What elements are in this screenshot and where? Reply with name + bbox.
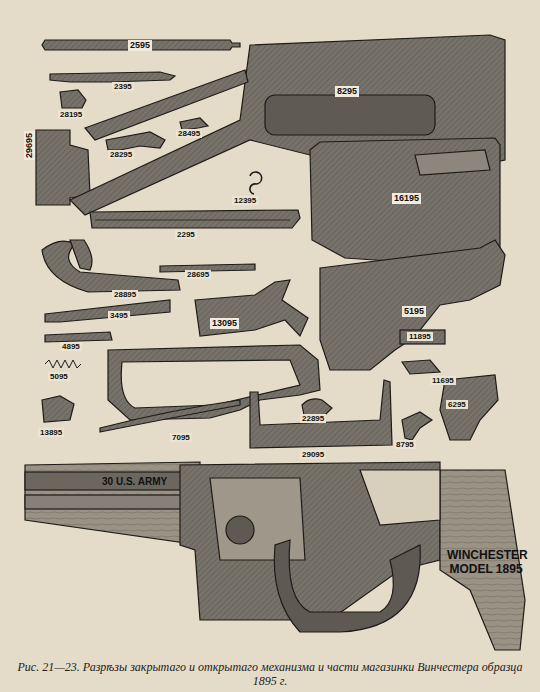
part-number: 29695: [24, 131, 35, 160]
part-number: 8795: [394, 440, 416, 449]
part-number: 11695: [430, 376, 456, 385]
part-number: 2595: [128, 40, 152, 51]
part-number: 11895: [407, 332, 433, 341]
part-number: 2395: [112, 82, 134, 91]
part-number: 16195: [392, 193, 421, 204]
part-number: 12395: [232, 196, 258, 205]
part-number: 3495: [108, 311, 130, 320]
part-number: 5195: [402, 306, 426, 317]
part-number: 13095: [210, 318, 239, 329]
part-number: 29095: [300, 450, 326, 459]
part-number: 13895: [38, 428, 64, 437]
part-number: 2295: [175, 230, 197, 239]
part-number: 22895: [300, 414, 326, 423]
part-number: 7095: [170, 433, 192, 442]
part-number: 4895: [60, 342, 82, 351]
inscription: WINCHESTER MODEL 1895: [445, 548, 527, 576]
part-number: 28695: [185, 270, 211, 279]
part-number: 28295: [108, 150, 134, 159]
part-number: 8295: [335, 86, 359, 97]
part-number: 28495: [176, 129, 202, 138]
part-number: 6295: [446, 400, 468, 409]
inscription: 30 U.S. ARMY: [100, 476, 169, 488]
figure-caption: Рис. 21—23. Разрѣзы закрытаго и открытаг…: [14, 660, 526, 688]
part-number: 5095: [48, 372, 70, 381]
part-number: 28895: [112, 290, 138, 299]
part-number: 28195: [58, 110, 84, 119]
